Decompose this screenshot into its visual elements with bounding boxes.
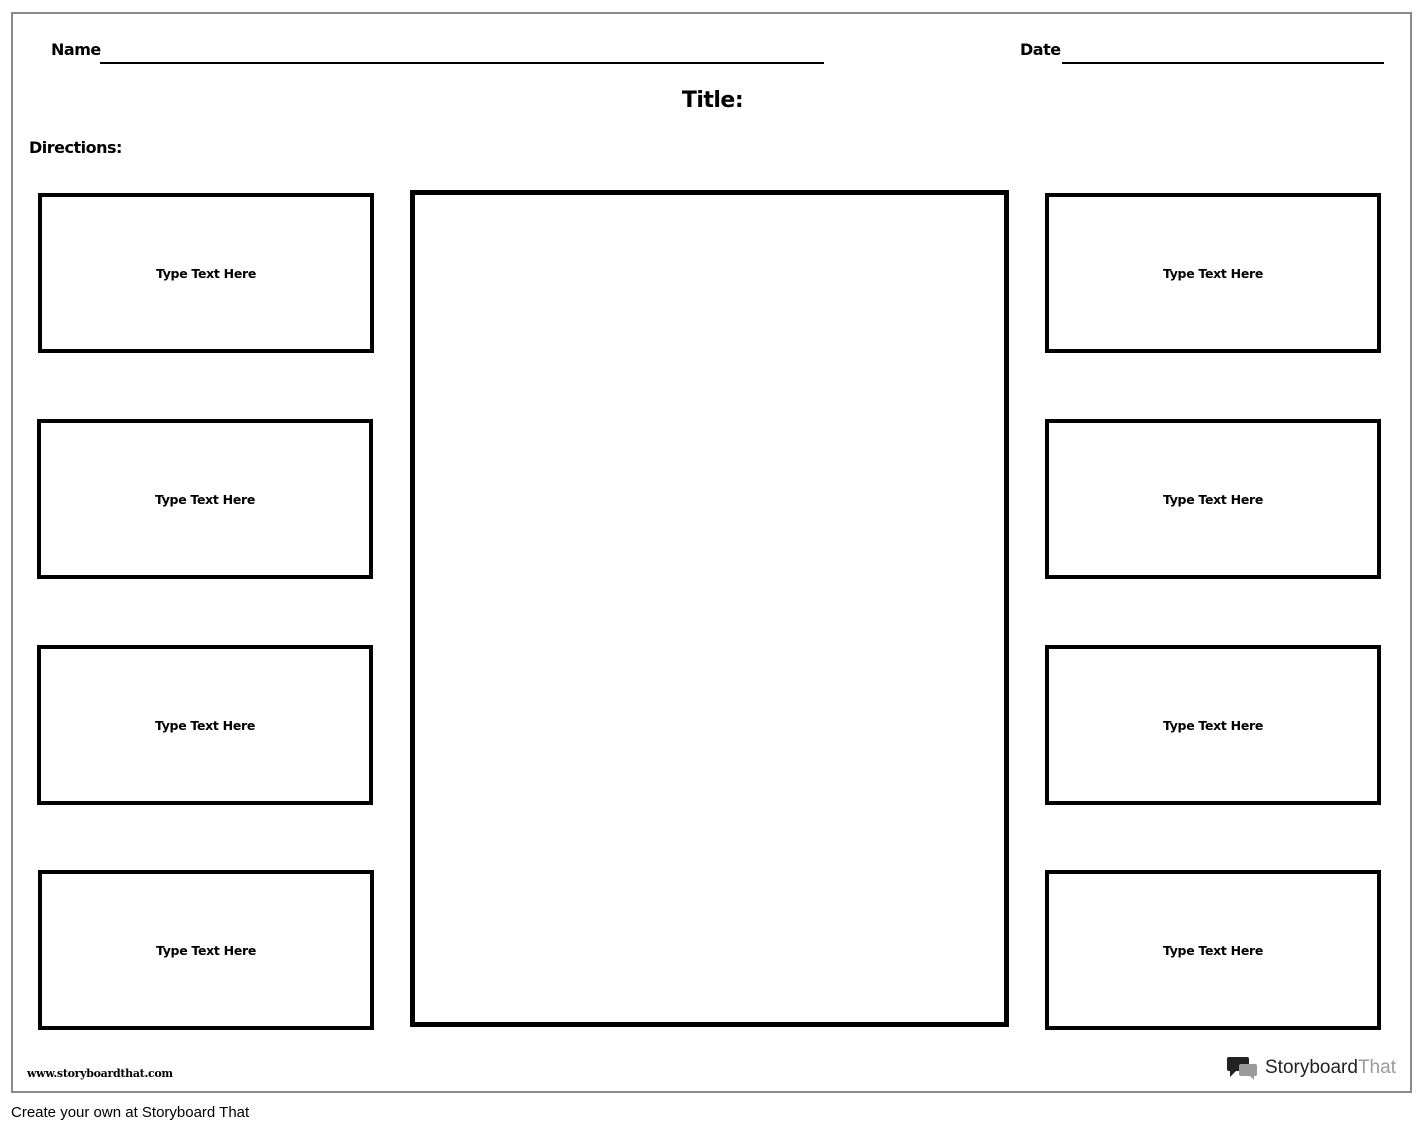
left-text-box-2[interactable]: Type Text Here bbox=[37, 419, 373, 579]
left-text-box-3-label: Type Text Here bbox=[154, 717, 256, 733]
page-title: Title: bbox=[681, 88, 744, 113]
left-text-box-2-label: Type Text Here bbox=[154, 491, 256, 507]
left-text-box-1-label: Type Text Here bbox=[155, 265, 257, 281]
website-url: www.storyboardthat.com bbox=[27, 1067, 173, 1080]
directions-label: Directions: bbox=[29, 138, 122, 157]
left-text-box-4[interactable]: Type Text Here bbox=[38, 870, 374, 1030]
logo-word-storyboard: Storyboard bbox=[1265, 1057, 1358, 1078]
center-image-box[interactable] bbox=[410, 190, 1009, 1027]
right-text-box-4[interactable]: Type Text Here bbox=[1045, 870, 1381, 1030]
speech-bubbles-icon bbox=[1227, 1057, 1257, 1080]
name-label: Name bbox=[51, 40, 101, 59]
left-text-box-3[interactable]: Type Text Here bbox=[37, 645, 373, 805]
logo-word-that: That bbox=[1357, 1057, 1396, 1078]
right-text-box-2-label: Type Text Here bbox=[1162, 491, 1264, 507]
right-text-box-3-label: Type Text Here bbox=[1162, 717, 1264, 733]
date-line[interactable] bbox=[1062, 62, 1384, 64]
storyboardthat-logo: StoryboardThat bbox=[1227, 1055, 1396, 1081]
right-text-box-1-label: Type Text Here bbox=[1162, 265, 1264, 281]
right-text-box-2[interactable]: Type Text Here bbox=[1045, 419, 1381, 579]
left-text-box-1[interactable]: Type Text Here bbox=[38, 193, 374, 353]
left-text-box-4-label: Type Text Here bbox=[155, 942, 257, 958]
right-text-box-1[interactable]: Type Text Here bbox=[1045, 193, 1381, 353]
name-line[interactable] bbox=[100, 62, 824, 64]
date-label: Date bbox=[1020, 40, 1061, 59]
footer-link[interactable]: Create your own at Storyboard That bbox=[11, 1104, 250, 1121]
logo-wordmark: StoryboardThat bbox=[1265, 1057, 1396, 1079]
right-text-box-3[interactable]: Type Text Here bbox=[1045, 645, 1381, 805]
right-text-box-4-label: Type Text Here bbox=[1162, 942, 1264, 958]
